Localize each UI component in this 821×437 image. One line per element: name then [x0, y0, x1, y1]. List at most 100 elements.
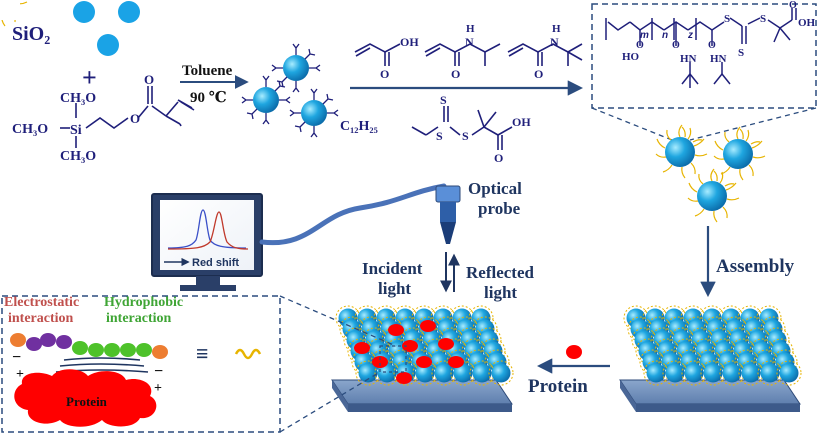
incident-light-label-1: Incident	[362, 259, 423, 278]
tba-o: O	[534, 67, 543, 81]
bound-protein	[354, 342, 370, 354]
assembly-label: Assembly	[716, 256, 795, 277]
assembled-sphere	[358, 363, 378, 383]
assembled-sphere	[779, 363, 799, 383]
bound-protein	[420, 320, 436, 332]
electrostatic-label-1: Electrostatic	[4, 295, 79, 310]
monitor: Red shift	[151, 193, 263, 291]
polymer-m: m	[640, 30, 649, 41]
protein-step-label: Protein	[528, 376, 588, 397]
equivalence-sign: ≡	[196, 341, 209, 366]
polymer-shell	[772, 349, 798, 375]
assembled-sphere	[453, 363, 473, 383]
red-shift-label: Red shift	[192, 257, 239, 269]
raft-o: O	[494, 151, 503, 165]
hydrophobic-label-1: Hydrophobic	[104, 295, 183, 310]
inset-source-marker	[379, 345, 407, 373]
monomer-structures	[354, 43, 583, 66]
polymer-hn1: HN	[680, 53, 697, 65]
optical-fiber-cable	[259, 183, 447, 246]
temperature-label: 90 ℃	[190, 90, 227, 106]
minus-sign-left: −	[12, 349, 21, 366]
polymer-o1: O	[636, 40, 644, 51]
polymer-n: n	[662, 30, 668, 41]
acrylic-acid-o: O	[380, 67, 389, 81]
polymer-o4: O	[789, 0, 797, 11]
assembled-sphere	[491, 363, 511, 383]
assembled-sphere	[741, 363, 761, 383]
plus-sign-right: +	[154, 381, 162, 396]
polymer-shell	[468, 305, 494, 331]
polymer-s2: S	[738, 47, 744, 59]
silane-carbonyl-o: O	[144, 72, 154, 87]
substrate-right	[619, 305, 802, 412]
assembled-sphere	[434, 363, 454, 383]
silane-methoxy-mid: CH₃O	[12, 122, 48, 137]
assembled-sphere	[684, 363, 704, 383]
silane-methoxy-top: CH₃O	[60, 91, 96, 106]
raft-oh: OH	[512, 115, 531, 129]
bound-protein	[372, 356, 388, 368]
sio2-particle	[118, 1, 140, 23]
polymer-o3: O	[708, 40, 716, 51]
nipam-h: H	[466, 23, 475, 35]
optical-probe-label-1: Optical	[468, 179, 522, 198]
hydrophobic-label-2: interaction	[106, 311, 172, 326]
raft-s-right: S	[462, 129, 469, 143]
bound-protein	[448, 356, 464, 368]
inset-zoom-line-bottom	[279, 371, 381, 433]
functionalized-spheres	[241, 43, 339, 138]
raft-alkyl: C₁₂H₂₅	[340, 119, 378, 134]
nipam-n: N	[465, 35, 474, 49]
polymer-s1: S	[724, 13, 730, 25]
optical-probe	[435, 185, 461, 244]
protein-blob-label: Protein	[66, 394, 108, 409]
polymer-shell	[476, 327, 502, 353]
polymer-shell	[484, 349, 510, 375]
polymer-shell	[760, 316, 786, 342]
bound-protein	[396, 372, 412, 384]
bound-protein	[438, 338, 454, 350]
protein-blob	[14, 369, 157, 427]
plus-sign: +	[82, 63, 97, 92]
raft-s-left: S	[436, 129, 443, 143]
assembled-sphere	[665, 363, 685, 383]
substrate-left	[331, 305, 514, 412]
acrylic-acid-oh: OH	[400, 35, 419, 49]
polymer-o2: O	[672, 40, 680, 51]
silane-si: Si	[70, 123, 82, 138]
inset-zoom-line-top	[279, 295, 397, 347]
polymer-s3: S	[760, 13, 766, 25]
polymer-bead-chain	[10, 333, 168, 359]
solvent-label: Toluene	[182, 63, 233, 79]
reaction-arrow-functionalization: Toluene 90 ℃	[180, 63, 249, 106]
polymer-hn2: HN	[710, 53, 727, 65]
assembled-sphere	[760, 363, 780, 383]
nipam-o: O	[451, 67, 460, 81]
protein-dot	[566, 345, 582, 359]
assembled-sphere	[703, 363, 723, 383]
tba-h: H	[552, 23, 561, 35]
spectrum-blue-peak	[167, 209, 247, 249]
polymer-ho: HO	[622, 51, 640, 63]
chain-icon	[234, 348, 262, 360]
sio2-reagent: SiO₂ +	[12, 1, 140, 92]
raft-agent	[411, 106, 513, 150]
reflected-light-label-2: light	[484, 283, 517, 302]
plus-sign-left: +	[16, 367, 24, 382]
sio2-label: SiO₂	[12, 23, 50, 45]
reflected-light-label-1: Reflected	[466, 263, 535, 282]
polymer-shell	[768, 338, 794, 364]
polymer-shell	[488, 360, 514, 386]
silane-structure	[60, 86, 195, 148]
polymer-shell	[480, 338, 506, 364]
assembled-sphere	[415, 363, 435, 383]
silane-methoxy-bot: CH₃O	[60, 149, 96, 164]
sio2-particle	[97, 34, 119, 56]
raft-s-top: S	[440, 93, 447, 107]
polymer-shell	[756, 305, 782, 331]
assembled-sphere	[646, 363, 666, 383]
assembled-sphere	[377, 363, 397, 383]
